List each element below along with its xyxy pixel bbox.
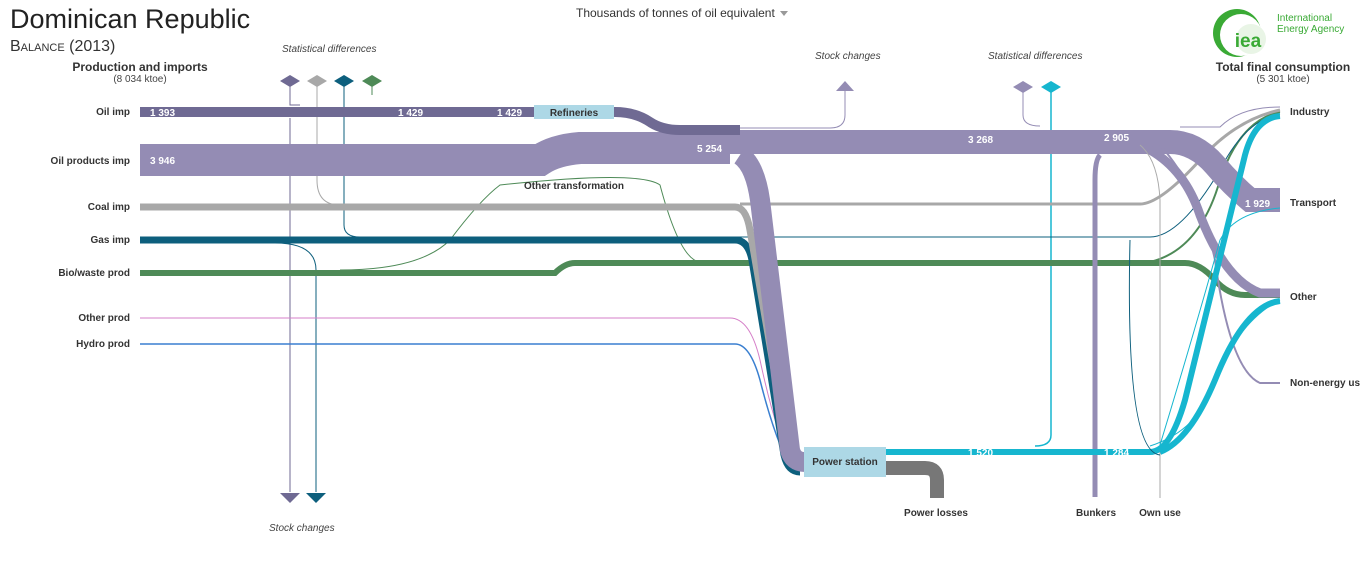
stock-change-gas-down-arrow-icon[interactable] (306, 493, 326, 503)
flow-own-use[interactable] (1139, 144, 1161, 498)
source-label-other-prod[interactable]: Other prod (78, 313, 130, 324)
power-station-label: Power station (812, 457, 878, 468)
source-label-gas-imp[interactable]: Gas imp (90, 235, 130, 246)
value-oil-imp-in: 1 393 (150, 108, 175, 119)
stock-change-crude-down-arrow-icon[interactable] (280, 493, 300, 503)
stat-diff-elec-diamond-icon[interactable] (1041, 81, 1061, 93)
source-label-hydro-prod[interactable]: Hydro prod (76, 339, 130, 350)
flow-oil-products-imp[interactable] (140, 132, 730, 176)
value-electricity-to-sinks: 1 284 (1104, 448, 1129, 459)
stat-diff-left-label: Statistical differences (282, 44, 377, 55)
total-final-consumption-total: (5 301 ktoe) (1256, 74, 1310, 85)
value-electricity-out: 1 520 (968, 448, 993, 459)
power-losses-label[interactable]: Power losses (904, 508, 968, 519)
production-imports-title: Production and imports (72, 60, 208, 74)
logo-mark-text: iea (1235, 31, 1262, 52)
stat-diff-elec-link[interactable] (1034, 90, 1052, 447)
flow-elec-to-industry[interactable] (885, 113, 1281, 455)
other-transformation-link[interactable] (339, 177, 701, 271)
total-final-consumption-title: Total final consumption (1215, 60, 1351, 74)
flow-oil-to-transport[interactable] (730, 130, 1280, 212)
stat-diff-crude-diamond-icon[interactable] (280, 75, 300, 87)
flow-hydro-prod[interactable] (140, 343, 793, 471)
stat-diff-oil-link[interactable] (1022, 90, 1041, 127)
stat-diff-right-label: Statistical differences (988, 51, 1083, 62)
stock-change-oil-link[interactable] (740, 90, 846, 129)
stat-diff-oil-diamond-icon[interactable] (1013, 81, 1033, 93)
value-oil-to-transport: 1 929 (1245, 199, 1270, 210)
own-use-label[interactable]: Own use (1139, 508, 1181, 519)
page-title: Dominican Republic (10, 4, 251, 34)
flow-elec-to-transport[interactable] (1159, 207, 1281, 446)
flow-oil-to-industry[interactable] (1180, 106, 1281, 128)
value-oil-after-power: 3 268 (968, 135, 993, 146)
unit-dropdown[interactable]: Thousands of tonnes of oil equivalent (576, 6, 788, 20)
flow-elec-to-other[interactable] (1158, 298, 1281, 455)
source-label-coal-imp[interactable]: Coal imp (87, 202, 130, 213)
other-transformation-label: Other transformation (524, 181, 624, 192)
production-imports-total: (8 034 ktoe) (113, 74, 167, 85)
flow-other-prod[interactable] (140, 317, 793, 466)
flow-oil-to-power[interactable] (733, 146, 806, 472)
source-label-bio-waste-prod[interactable]: Bio/waste prod (58, 268, 130, 279)
sink-label-industry[interactable]: Industry (1290, 107, 1330, 118)
source-label-oil-products-imp[interactable]: Oil products imp (50, 156, 130, 167)
sink-label-non-energy-use[interactable]: Non-energy us (1290, 378, 1361, 389)
value-oil-imp-mid: 1 429 (398, 108, 423, 119)
flow-bio-waste[interactable] (140, 260, 1280, 298)
balance-subtitle: Balance (2013) (10, 38, 116, 55)
stat-diff-crude-link[interactable] (289, 84, 300, 106)
flow-own-use-gas[interactable] (1128, 239, 1161, 456)
source-label-oil-imp[interactable]: Oil imp (96, 107, 130, 118)
flow-bunkers[interactable] (1092, 153, 1102, 497)
iea-logo-icon: iea (1213, 9, 1266, 57)
stat-diff-gas-diamond-icon[interactable] (334, 75, 354, 87)
power-station-node[interactable] (804, 447, 886, 477)
flow-oil-to-other[interactable] (1147, 146, 1280, 298)
value-oil-products-imp: 3 946 (150, 156, 175, 167)
stat-diff-bio-diamond-icon[interactable] (362, 75, 382, 87)
stock-change-gas-link[interactable] (274, 242, 317, 492)
value-oil-to-sinks: 2 905 (1104, 133, 1129, 144)
flow-oil-to-non-energy[interactable] (1159, 144, 1280, 384)
flow-coal[interactable] (140, 203, 806, 470)
stock-change-up-arrow-icon[interactable] (836, 81, 854, 91)
stock-changes-top-label: Stock changes (815, 51, 881, 62)
stat-diff-coal-diamond-icon[interactable] (307, 75, 327, 87)
stock-changes-bottom-label: Stock changes (269, 523, 335, 534)
chevron-down-icon (779, 11, 788, 17)
flow-power-losses[interactable] (885, 461, 944, 498)
unit-dropdown-label: Thousands of tonnes of oil equivalent (576, 6, 775, 20)
logo-name: International Energy Agency (1277, 13, 1345, 35)
refineries-node[interactable] (534, 105, 614, 119)
value-oil-to-refinery: 1 429 (497, 108, 522, 119)
bunkers-label[interactable]: Bunkers (1075, 508, 1116, 519)
refineries-label: Refineries (550, 108, 599, 119)
sink-label-transport[interactable]: Transport (1290, 198, 1337, 209)
flow-elec-to-other-thin[interactable] (1149, 299, 1281, 447)
flow-crude-oil[interactable] (140, 107, 740, 135)
value-oil-products-total: 5 254 (697, 144, 722, 155)
sink-label-other[interactable]: Other (1290, 292, 1317, 303)
